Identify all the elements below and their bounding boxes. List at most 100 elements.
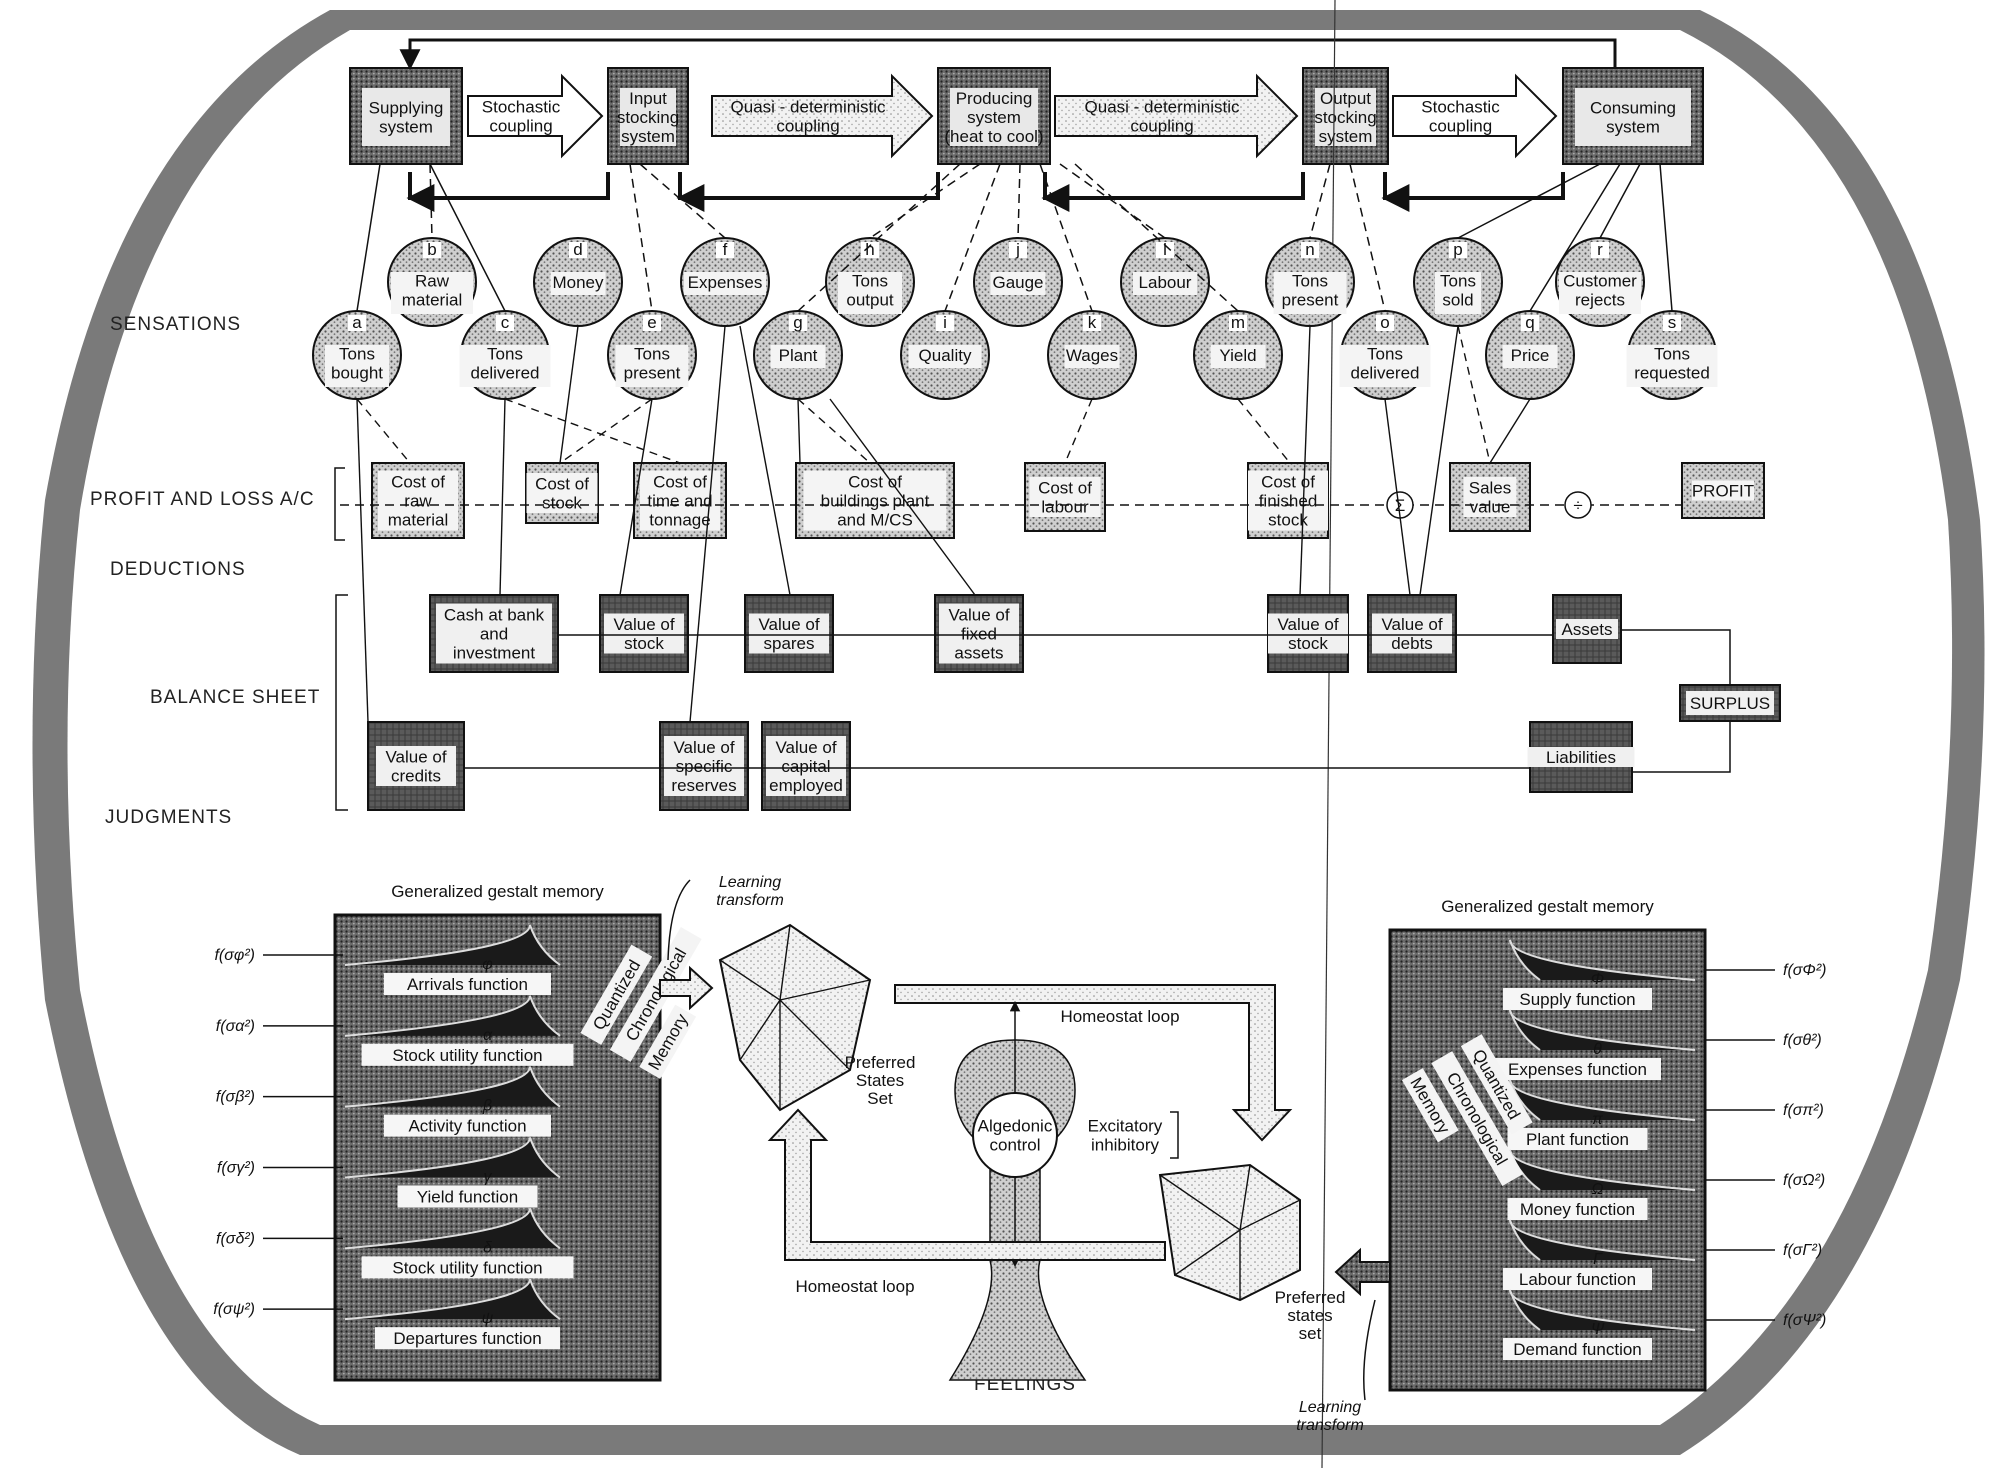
sensor-letter: n <box>1305 240 1314 259</box>
sensor-label: Yield <box>1219 346 1256 365</box>
sensor-letter-plate <box>1449 242 1467 258</box>
label-balance-sheet: BALANCE SHEET <box>150 687 320 708</box>
system-label-plate <box>950 88 1038 146</box>
system-label: stocking <box>617 108 679 127</box>
coupling-label: Quasi - deterministic <box>1085 98 1240 117</box>
asset-box-plate <box>1268 613 1348 654</box>
right-memory-input-label: f(σΦ²) <box>1783 962 1826 979</box>
sensor-dashed-link <box>797 163 961 312</box>
pl-box-label: stock <box>542 494 582 513</box>
sensor-label: Tons <box>852 272 888 291</box>
left-memory-peak <box>344 924 561 966</box>
left-memory-vertical-plate <box>639 1004 697 1079</box>
pl-box-label: PROFIT <box>1692 482 1754 501</box>
liability-box-label: Value of <box>385 748 446 767</box>
sensor-label-plate <box>1435 272 1481 314</box>
sensor-to-account-link <box>499 398 506 596</box>
sensor-dashed-link <box>944 163 1001 312</box>
left-memory-function-plate <box>397 1185 538 1208</box>
right-memory-peak <box>1509 1079 1696 1121</box>
preferred-states-top-label: Preferred <box>845 1053 916 1072</box>
right-memory-input-label: f(σΩ²) <box>1783 1172 1825 1189</box>
coupling-arrow-shape <box>467 73 604 159</box>
left-memory-input-label: f(σα²) <box>216 1018 255 1035</box>
pl-box-plate <box>378 470 458 531</box>
system-label: Consuming <box>1590 99 1676 118</box>
asset-box-label: Value of <box>1381 615 1442 634</box>
left-memory-function-label: Arrivals function <box>407 975 528 994</box>
right-memory-greek: Ω <box>1591 1181 1603 1198</box>
coupling-label: Stochastic <box>1421 98 1500 117</box>
sensor-letter: h <box>865 240 874 259</box>
sensor-letter-plate <box>348 315 366 331</box>
sensor-label-plate <box>1339 345 1431 387</box>
left-memory-input-label: f(σβ²) <box>216 1089 255 1106</box>
system-label-plate <box>620 88 676 146</box>
coupling-label: coupling <box>489 117 552 136</box>
sensor-label: requested <box>1634 364 1710 383</box>
left-memory-title: Generalized gestalt memory <box>391 882 604 901</box>
coupling-label: coupling <box>1429 117 1492 136</box>
left-memory-function-label: Stock utility function <box>392 1258 542 1277</box>
sensor-to-account-dashed <box>797 398 871 464</box>
sensor-letter: o <box>1380 313 1389 332</box>
right-memory-function-plate <box>1503 1338 1652 1360</box>
right-memory-peak <box>1509 1149 1696 1191</box>
left-memory-peak <box>344 995 561 1037</box>
preferred-states-bottom-edges <box>1159 1164 1301 1300</box>
asset-box-label: Value of <box>948 606 1009 625</box>
left-memory-function-label: Yield function <box>417 1188 518 1207</box>
sensor-solid-link <box>1457 163 1601 239</box>
pl-box-label: buildings plant <box>821 492 930 511</box>
sensor-letter: g <box>793 313 802 332</box>
sensor-dashed-link <box>629 163 653 312</box>
right-memory-greek: Γ <box>1593 1251 1603 1268</box>
sensor-label: Money <box>552 273 604 292</box>
sensor-label-plate <box>990 272 1046 295</box>
homeostat-loop-top-arrow <box>894 984 1293 1142</box>
pl-box-plate <box>1248 470 1328 531</box>
sensor-dashed-link <box>1017 163 1021 239</box>
system-label: system <box>621 127 675 146</box>
sensor-letter-plate <box>716 242 734 258</box>
right-memory-function-label: Supply function <box>1519 990 1635 1009</box>
sensor-letter: l <box>1163 240 1167 259</box>
left-memory-greek: γ <box>484 1169 493 1186</box>
right-memory-vertical-plate <box>1460 1034 1533 1135</box>
right-memory-function-label: Plant function <box>1526 1130 1629 1149</box>
right-memory-input-label: f(σΓ²) <box>1783 1242 1822 1259</box>
sensor-label: Quality <box>919 346 972 365</box>
sensor-label: Expenses <box>688 273 763 292</box>
right-memory-function-label: Demand function <box>1513 1340 1642 1359</box>
sensor-to-account-link <box>739 325 791 596</box>
left-memory-vertical-plate <box>609 926 702 1062</box>
sensor-label-plate <box>1064 345 1120 368</box>
pl-box-plate <box>640 470 720 531</box>
sensor-label: Tons <box>339 345 375 364</box>
liability-box-label: Value of <box>775 738 836 757</box>
excitatory-brace <box>1170 1111 1179 1159</box>
preferred-states-top-edges <box>719 924 871 1110</box>
sensor-dashed-link <box>869 163 981 239</box>
sensor-dashed-link <box>1349 163 1386 312</box>
coupling-label: Stochastic <box>482 98 561 117</box>
sensor-to-account-link <box>1299 325 1311 596</box>
pl-box-label: Sales <box>1469 479 1512 498</box>
coupling-label: coupling <box>1130 117 1193 136</box>
sensor-letter-plate <box>936 315 954 331</box>
coupling-label: Quasi - deterministic <box>731 98 886 117</box>
